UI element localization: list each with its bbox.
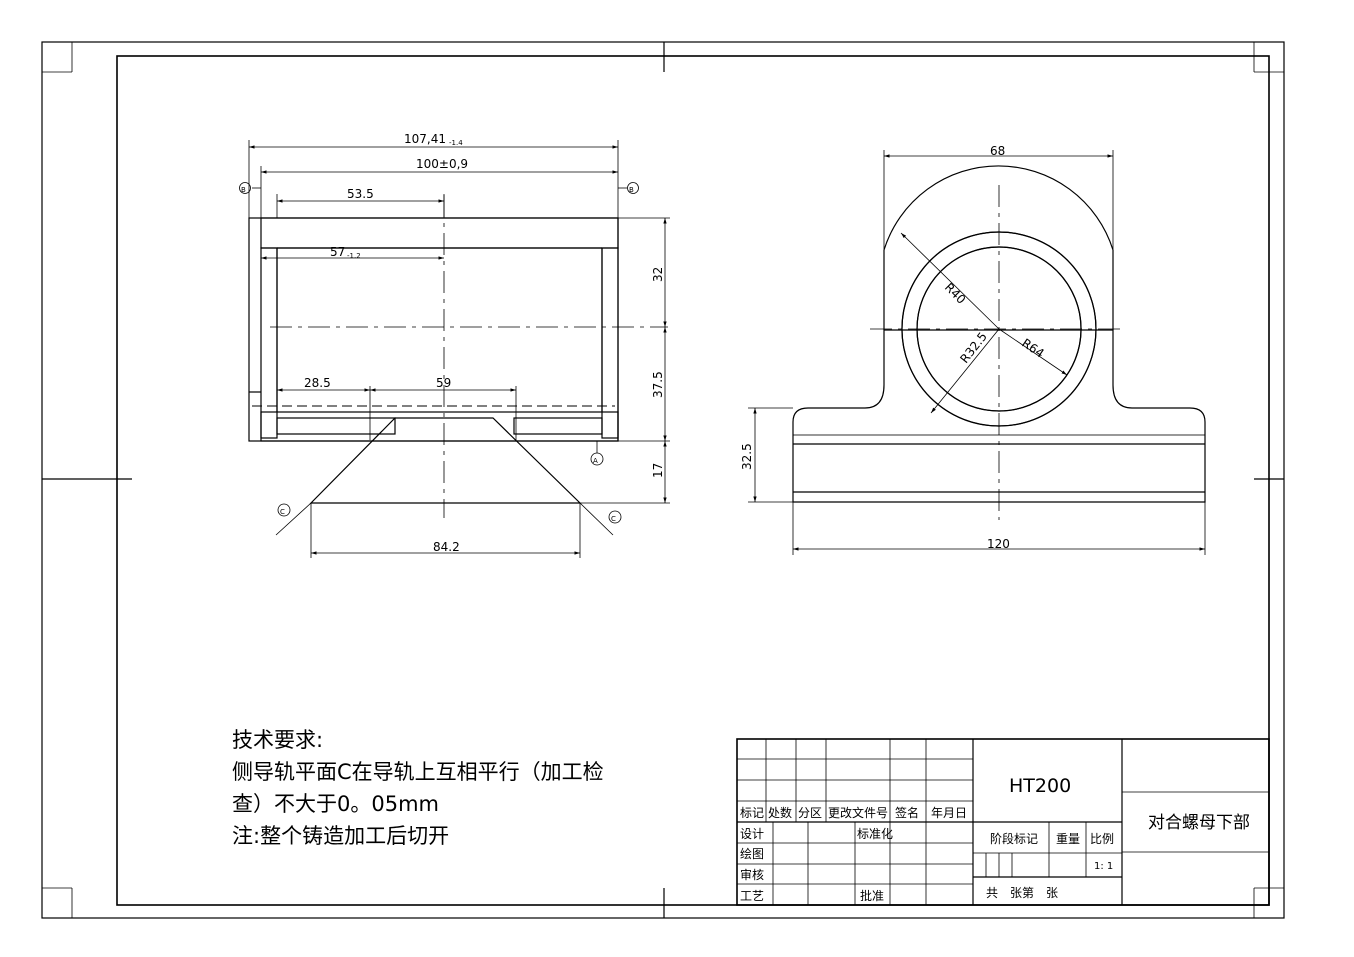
tb-process: 工艺 (740, 889, 764, 903)
dim-inner-offset-tol: -1.2 (347, 252, 361, 260)
dim-overall-length: 107,41 (404, 132, 446, 146)
dim-bottom-mid: 59 (436, 376, 451, 390)
dim-height-top: 32 (651, 267, 665, 282)
tb-scale-label: 比例 (1090, 832, 1114, 846)
tb-weight: 重量 (1056, 832, 1080, 846)
dim-inner-offset: 57 (330, 245, 345, 259)
front-section-view: 107,41 -1.4 100±0,9 53.5 57 -1.2 28.5 59… (239, 132, 670, 558)
datum-b-right-label: B (629, 186, 634, 194)
datum-a (590, 452, 604, 466)
datum-b-left-label: B (241, 186, 246, 194)
tb-review: 审核 (740, 867, 764, 882)
dim-inner-length: 100±0,9 (416, 157, 468, 171)
datum-c-left (277, 503, 291, 517)
dim-bottom-left: 28.5 (304, 376, 331, 390)
datum-c-right-label: C (611, 515, 616, 523)
tb-stage-mark: 阶段标记 (990, 831, 1038, 846)
tb-header-change-doc: 更改文件号 (828, 805, 888, 820)
tb-material: HT200 (1009, 775, 1071, 797)
dim-foot-width: 84.2 (433, 540, 460, 554)
foot-dovetail (309, 417, 582, 504)
notes-line-2: 查）不大于0。05mm (232, 792, 439, 816)
dim-height-foot: 17 (651, 463, 665, 478)
datum-a-label: A (593, 457, 598, 465)
tb-draw: 绘图 (740, 846, 764, 861)
title-block: 标记 处数 分区 更改文件号 签名 年月日 设计 标准化 绘图 审核 工艺 批准… (736, 738, 1270, 906)
tb-header-sign: 签名 (895, 805, 919, 820)
tb-header-date: 年月日 (931, 806, 967, 820)
bottom-wall (260, 411, 619, 442)
dim-base-height: 32.5 (740, 443, 754, 470)
top-wall (260, 217, 619, 249)
dim-r-thread: R64 (1019, 336, 1046, 361)
tb-part-name: 对合螺母下部 (1148, 813, 1250, 833)
dim-height-mid: 37.5 (651, 371, 665, 398)
tb-standardize: 标准化 (857, 827, 893, 841)
side-view: R40 R32.5 R64 68 32.5 120 (740, 144, 1206, 555)
datum-c-right (608, 510, 622, 524)
dim-top-width: 68 (990, 144, 1005, 158)
outer-arc (883, 165, 1114, 251)
tb-header-zone: 分区 (798, 806, 822, 820)
tb-approve: 批准 (860, 888, 884, 903)
dim-top-offset: 53.5 (347, 187, 374, 201)
notes-line-3: 注:整个铸造加工后切开 (232, 824, 450, 848)
left-wall (260, 247, 278, 439)
datum-b-left (239, 182, 251, 194)
dim-base-width: 120 (987, 537, 1010, 551)
notes-line-1: 侧导轨平面C在导轨上互相平行（加工检 (232, 760, 604, 784)
datum-c-left-label: C (280, 508, 285, 516)
dim-r-outer: R40 (942, 280, 969, 307)
tb-scale-value: 1: 1 (1094, 861, 1113, 872)
tb-design: 设计 (740, 827, 764, 841)
datum-b-right (627, 182, 639, 194)
dim-overall-length-tol: -1.4 (449, 139, 463, 147)
tb-sheets: 共 张第 张 (986, 886, 1058, 900)
technical-requirements: 技术要求: 侧导轨平面C在导轨上互相平行（加工检 查）不大于0。05mm 注:整… (232, 724, 702, 852)
tb-header-mark: 标记 (740, 806, 764, 820)
notes-title: 技术要求: (232, 728, 324, 752)
right-wall (601, 247, 619, 439)
sheet-frame (41, 41, 1285, 919)
tb-header-count: 处数 (768, 805, 792, 820)
